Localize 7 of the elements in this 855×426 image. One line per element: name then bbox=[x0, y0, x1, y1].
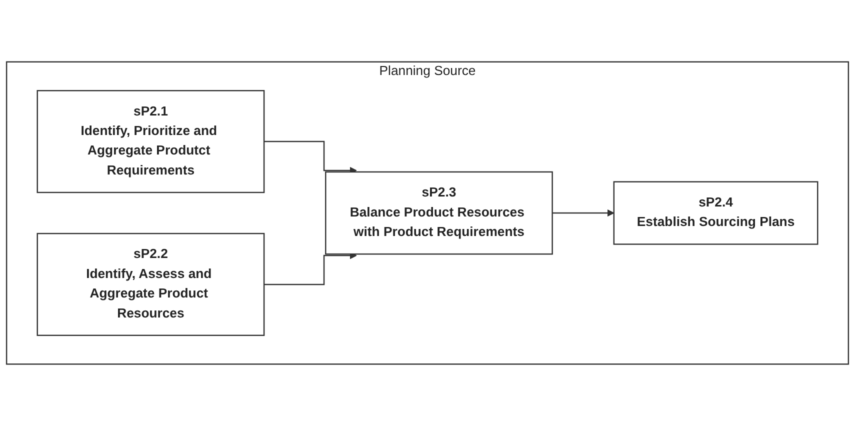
arrow bbox=[552, 209, 614, 217]
node-box: sP2.2 Identify, Assess and Aggregate Product Resources bbox=[36, 232, 265, 336]
node-box: sP2.4 Establish Sourcing Plans bbox=[613, 181, 818, 245]
node-box: sP2.1 Identify, Prioritize and Aggregate Produtct Requirements bbox=[36, 90, 265, 194]
arrow bbox=[264, 140, 357, 174]
arrow bbox=[264, 252, 357, 286]
node-box: sP2.3 Balance Product Resources with Product Requirements bbox=[325, 171, 553, 255]
